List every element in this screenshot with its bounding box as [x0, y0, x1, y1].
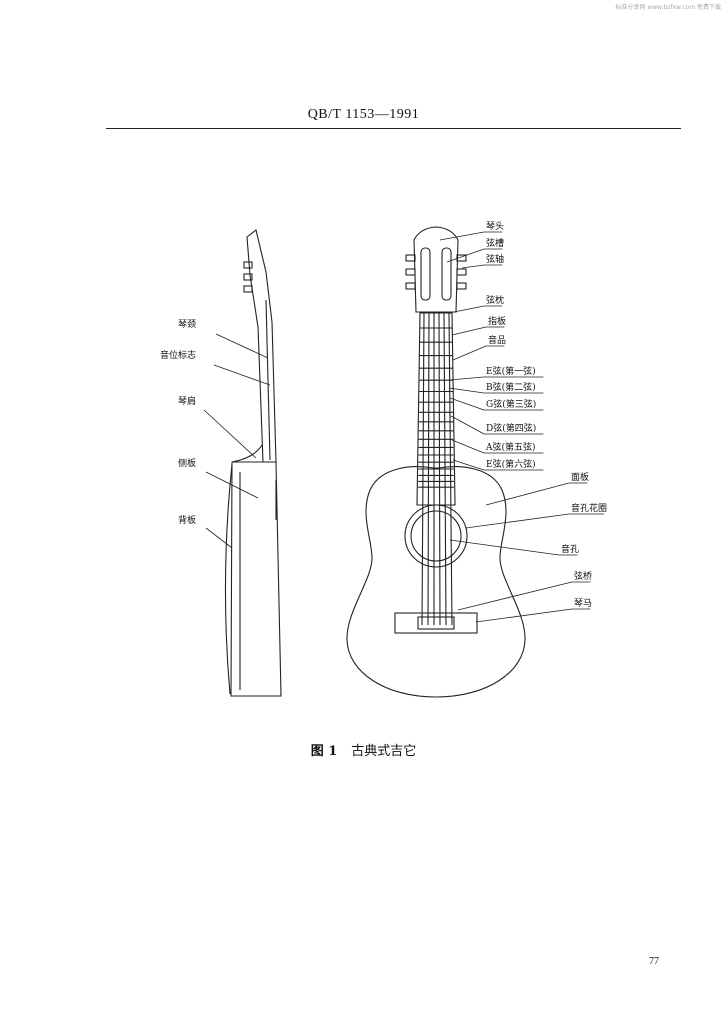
front-leader-6 — [452, 345, 487, 361]
front-label-7: E弦(第一弦) — [486, 365, 536, 377]
front-label-2: 弦槽 — [486, 237, 504, 249]
front-body-outline — [346, 466, 526, 698]
string-4 — [438, 312, 441, 626]
side-label-5: 背板 — [178, 514, 196, 526]
front-label-10: D弦(第四弦) — [486, 422, 536, 434]
header-rule — [106, 128, 681, 129]
string-2 — [427, 312, 430, 626]
tuner-left-3 — [405, 282, 416, 290]
bridge-tie-block — [417, 616, 455, 630]
front-label-9: G弦(第三弦) — [486, 398, 536, 410]
bridge — [394, 612, 478, 634]
front-label-8: B弦(第二弦) — [486, 381, 536, 393]
front-label-13: 面板 — [571, 471, 589, 483]
side-label-1: 琴颈 — [178, 319, 196, 330]
front-leader-16 — [457, 581, 573, 611]
sound-hole-rosette-outer — [404, 504, 468, 568]
front-label-17: 琴马 — [574, 598, 592, 609]
front-label-11: A弦(第五弦) — [485, 441, 536, 453]
front-leader-4 — [453, 305, 485, 313]
sound-hole-rosette-inner — [410, 510, 462, 562]
figure-caption: 图 1 古典式吉它 — [0, 740, 727, 759]
side-leader-1 — [215, 333, 269, 359]
front-leader-10 — [450, 415, 485, 435]
front-leader-2 — [446, 248, 485, 263]
tuner-right-3 — [456, 282, 467, 290]
headstock-slot-left — [420, 247, 431, 301]
headstock-slot-right — [441, 247, 452, 301]
side-back-curve — [224, 463, 233, 695]
front-leader-17 — [475, 608, 573, 623]
guitar-front-view — [346, 226, 526, 698]
front-leader-3 — [461, 264, 485, 269]
fingerboard — [416, 312, 456, 506]
front-label-3: 弦轴 — [486, 253, 504, 265]
guitar-side-view — [224, 229, 282, 697]
front-leader-8 — [448, 387, 485, 394]
string-1 — [421, 312, 425, 626]
side-leader-5 — [205, 527, 233, 549]
front-label-16: 弦桥 — [574, 570, 592, 582]
side-leader-4 — [205, 471, 259, 499]
front-leader-7 — [448, 376, 485, 381]
front-label-15: 音孔 — [561, 543, 579, 555]
front-leader-9 — [449, 397, 485, 411]
front-leader-5 — [451, 326, 487, 336]
tuner-left-2 — [405, 268, 416, 276]
standard-code-header: QB/T 1153—1991 — [307, 107, 420, 122]
page-number: 77 — [649, 956, 659, 967]
side-heel-curve — [231, 444, 263, 463]
front-label-4: 弦枕 — [486, 294, 504, 306]
callout-leaders — [203, 231, 604, 623]
string-6 — [448, 312, 453, 626]
front-label-1: 琴头 — [486, 221, 504, 232]
front-label-6: 音品 — [488, 334, 506, 346]
front-leader-13 — [485, 482, 570, 506]
front-leader-12 — [452, 459, 485, 471]
string-5 — [443, 312, 447, 626]
front-leader-15 — [449, 539, 560, 556]
figure-title: 古典式吉它 — [351, 744, 417, 759]
side-label-4: 侧板 — [178, 457, 196, 469]
headstock-outline — [413, 226, 459, 313]
side-fingerboard-line — [265, 299, 271, 461]
side-leader-3 — [203, 409, 257, 459]
side-head-neck — [246, 229, 277, 463]
side-tuning-peg-3 — [243, 285, 253, 293]
front-label-12: E弦(第六弦) — [486, 458, 536, 470]
tuner-left-1 — [405, 254, 416, 262]
front-label-5: 指板 — [488, 315, 506, 327]
front-leader-14 — [465, 513, 570, 529]
figure-number: 图 1 — [310, 744, 338, 759]
side-tuning-peg-1 — [243, 261, 253, 269]
front-leader-11 — [451, 439, 485, 454]
tuner-right-2 — [456, 268, 467, 276]
side-body-outline — [230, 461, 282, 697]
front-label-14: 音孔花圈 — [571, 502, 607, 514]
side-tuning-peg-2 — [243, 273, 253, 281]
watermark: 标准分享网 www.bzfxw.com 免费下载 — [615, 4, 721, 11]
side-label-3: 琴肩 — [178, 395, 196, 407]
front-leader-1 — [439, 231, 485, 241]
side-label-2: 音位标志 — [160, 349, 196, 361]
tuner-right-1 — [456, 254, 467, 262]
side-leader-2 — [213, 364, 271, 386]
